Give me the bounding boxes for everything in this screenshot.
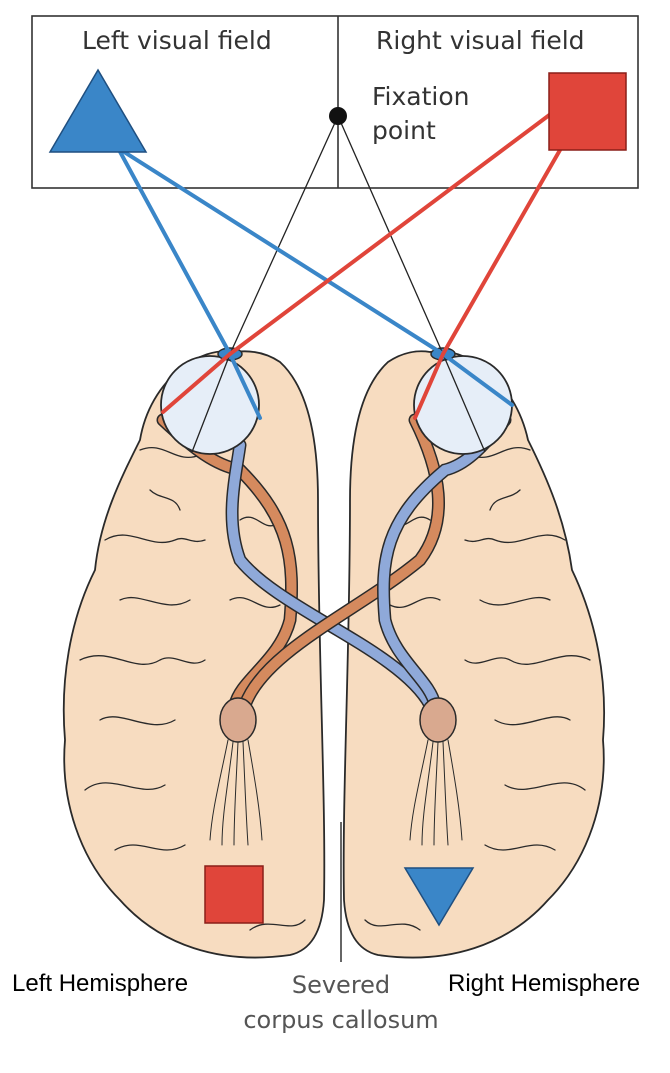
left-visual-field-label: Left visual field bbox=[82, 26, 272, 55]
severed-label-line2: corpus callosum bbox=[243, 1006, 439, 1034]
red-rays bbox=[161, 111, 562, 420]
fixation-point-label: Fixation point bbox=[372, 80, 470, 148]
severed-label-line1: Severed bbox=[291, 971, 391, 999]
right-brain-triangle-down-icon bbox=[403, 867, 475, 927]
square-icon bbox=[548, 72, 627, 151]
triangle-up-icon bbox=[48, 68, 148, 153]
fixation-label-line1: Fixation bbox=[372, 82, 470, 111]
right-visual-field-label: Right visual field bbox=[376, 26, 585, 55]
blue-rays bbox=[116, 146, 514, 420]
brain-sulci bbox=[79, 447, 591, 931]
left-brain-square-icon bbox=[204, 865, 264, 924]
fixation-label-line2: point bbox=[372, 116, 436, 145]
optic-radiations bbox=[209, 739, 463, 846]
right-lgn bbox=[419, 697, 457, 743]
fixation-point-dot bbox=[329, 107, 347, 125]
left-hemisphere-label: Left Hemisphere bbox=[12, 970, 189, 997]
right-hemisphere-label: Right Hemisphere bbox=[448, 970, 641, 997]
severed-corpus-callosum-label: Severed corpus callosum bbox=[220, 968, 462, 1038]
left-hemisphere-shape bbox=[62, 350, 326, 959]
left-lgn bbox=[219, 697, 257, 743]
optic-tracts bbox=[156, 413, 512, 712]
